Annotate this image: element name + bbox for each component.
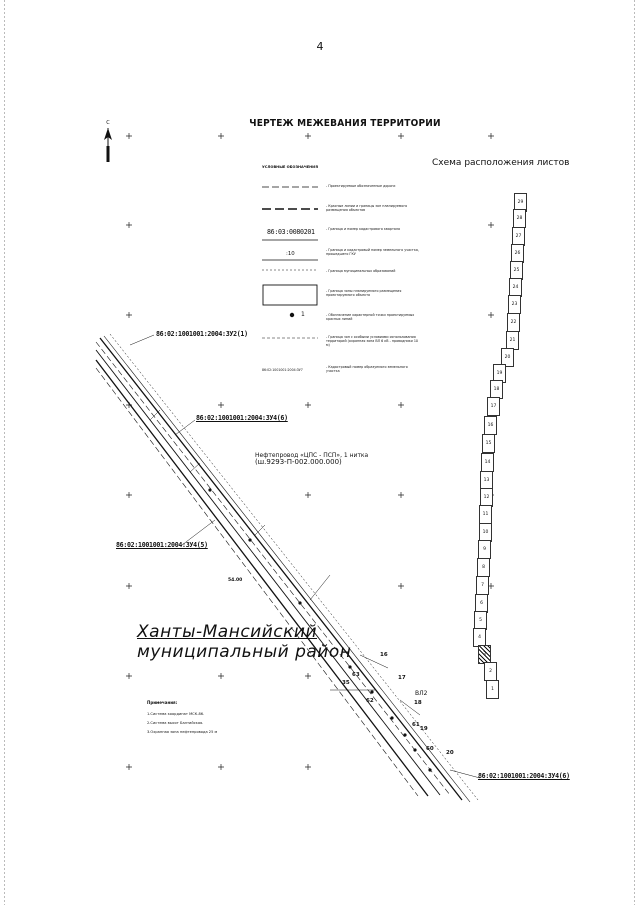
north-arrow-icon xyxy=(104,128,112,162)
point-number: 16 xyxy=(380,652,388,658)
pipeline-label: Нефтепровод «ЦПС - ПСП», 1 нитка (ш.9293… xyxy=(255,452,368,466)
left-scan-edge xyxy=(4,0,5,905)
cadastral-label-d: 86:02:1001001:2004:ЗУ4(6) xyxy=(478,772,570,780)
sheet-cell: 11 xyxy=(479,505,492,524)
legend-heading: УСЛОВНЫЕ ОБОЗНАЧЕНИЯ xyxy=(262,165,318,169)
sheet-cell: 4 xyxy=(473,628,486,647)
pipeline-label-line1: Нефтепровод «ЦПС - ПСП», 1 нитка xyxy=(255,452,369,459)
legend-item-3: - Граница и номер кадастрового квартала xyxy=(326,227,401,231)
pipeline-label-line2: (ш.9293-П-002.000.000) xyxy=(255,458,342,466)
note-item: 2.Система высот Балтийская. xyxy=(147,721,204,725)
legend-item-9: - Кадастровый номер образуемого земельно… xyxy=(326,365,408,374)
legend-point-sample: 1 xyxy=(301,311,305,318)
legend-item-4: - Граница и кадастровый номер земельного… xyxy=(326,248,419,257)
sheet-cell: 2 xyxy=(484,662,497,681)
legend-item-8: - Граница зон с особыми условиями исполь… xyxy=(326,335,419,348)
note-item: 1.Система координат МСК-86. xyxy=(147,712,205,716)
sheet-cell: 9 xyxy=(478,540,491,559)
right-scan-edge xyxy=(634,0,635,905)
legend-item-5: - Граница муниципальных образований xyxy=(326,269,396,273)
legend-parcel-sample: :10 xyxy=(286,251,295,257)
sheet-cell: 19 xyxy=(493,364,506,383)
sheet-cell: 8 xyxy=(477,558,490,577)
legend-quarter-sample: 86:03:0080201 xyxy=(267,228,315,236)
sheet-cell: 28 xyxy=(513,209,526,228)
legend-small-cadastral: 86:02:1001001:2004:ЗУ7 xyxy=(262,368,303,372)
north-arrow: С xyxy=(101,120,115,164)
legend-item-7: - Обозначение характерной точки проектир… xyxy=(326,313,415,322)
point-number: 19 xyxy=(420,726,428,732)
sheet-cell: 22 xyxy=(507,313,520,332)
point-number: ВЛ2 xyxy=(415,690,428,697)
scheme-title: Схема расположения листов xyxy=(432,158,570,168)
sheet-cell: 6 xyxy=(475,594,488,613)
region-label-line2: муниципальный район xyxy=(137,642,352,662)
legend-item-2: - Красные линии и границы зон планируемо… xyxy=(326,204,408,213)
sheet-cell: 7 xyxy=(476,576,489,595)
point-number: 61 xyxy=(412,722,420,728)
note-item: 3.Охранная зона нефтепровода 25 м xyxy=(147,730,218,734)
sheet-cell: 17 xyxy=(487,397,500,416)
point-number: 17 xyxy=(398,675,406,681)
legend-symbols xyxy=(262,186,318,339)
cadastral-label-c: 86:02:1001001:2004:ЗУ4(5) xyxy=(116,541,208,549)
point-number: 63 xyxy=(352,672,360,678)
point-number: 20 xyxy=(446,750,454,756)
region-label-line1: Ханты-Мансийский xyxy=(137,622,317,642)
page-number: 4 xyxy=(316,40,324,53)
north-label: С xyxy=(106,120,110,126)
legend-item-1: - Проектируемые обозначенные дороги xyxy=(326,184,396,188)
sheet-cell: 15 xyxy=(482,434,495,453)
point-number: 35 xyxy=(342,680,350,686)
sheet-cell: 14 xyxy=(481,453,494,472)
point-number: 60 xyxy=(426,746,434,752)
cadastral-label-a: 86:02:1001001:2004:ЗУ2(1) xyxy=(156,330,248,338)
sheet-cell: 29 xyxy=(514,193,527,212)
sheet-cell: 23 xyxy=(508,295,521,314)
region-label: Ханты-Мансийский муниципальный район xyxy=(137,622,351,662)
drawing-title: ЧЕРТЕЖ МЕЖЕВАНИЯ ТЕРРИТОРИИ xyxy=(249,118,441,129)
cadastral-label-b: 86:02:1001001:2004:ЗУ4(6) xyxy=(196,414,288,422)
notes-heading: Примечания: xyxy=(147,700,178,705)
legend-item-6: - Граница зоны планируемого размещения п… xyxy=(326,289,402,298)
sheet-cell: 20 xyxy=(501,348,514,367)
point-number: 54.00 xyxy=(228,578,243,583)
point-number: 62 xyxy=(366,698,374,704)
sheet-cell: 16 xyxy=(484,416,497,435)
point-number: 18 xyxy=(414,700,422,706)
sheet-cell: 1 xyxy=(486,680,499,699)
